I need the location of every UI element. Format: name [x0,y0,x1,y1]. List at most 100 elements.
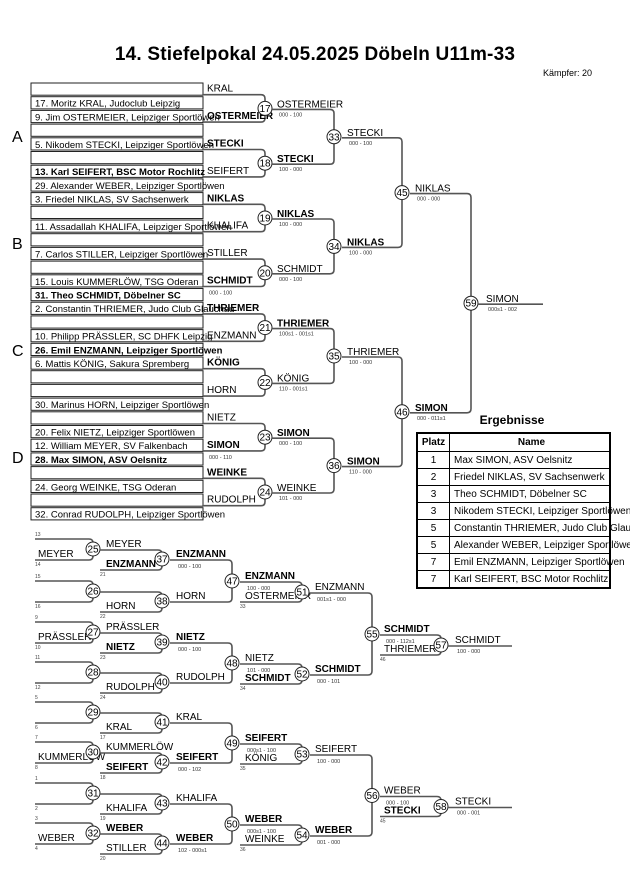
final-winner: SIMON [486,294,519,305]
result-name: Friedel NIKLAS, SV Sachsenwerk [449,468,611,486]
bronze-match-circle [433,799,449,814]
entry-name: 28. Max SIMON, ASV Oelsnitz [35,455,167,466]
pool-label: B [12,236,23,253]
slot-number: 15 [35,574,41,580]
result-place: 5 [416,519,450,537]
winner-score: 000 - 011s1 [417,416,446,422]
slot-number: 14 [35,562,41,568]
bronze-match-circle [433,637,449,653]
rep-score: 000 - 102 [178,767,201,773]
col-name: Name [449,432,611,452]
match-circle [326,238,342,254]
bronze-winner: STECKI [455,797,491,808]
result-name: Constantin THRIEMER, Judo Club Glauchau [449,519,630,537]
rep-match-circle [154,835,170,851]
result-place: 7 [416,570,450,589]
result-place: 3 [416,502,450,520]
rep-match-number: 44 [156,839,168,850]
entry-name: 3. Friedel NIKLAS, SV Sachsenwerk [35,195,189,206]
entry-box [30,370,204,384]
rep-score: 000 - 112s1 [386,639,415,645]
rep-loser-entry: RUDOLPH [106,682,155,693]
rep-loser-entry: NIETZ [106,642,135,653]
rep-winner: WEBER [384,786,421,797]
fighter-top: THRIEMER [207,303,260,314]
match-winner: OSTERMEIER [277,99,343,110]
final-score: 000s1 - 002 [488,307,517,313]
entry-box [30,96,204,110]
entry-box [30,493,204,507]
slot-number: 35 [240,766,246,772]
entry-name: 7. Carlos STILLER, Leipziger Sportlöwen [35,249,208,260]
rep-winner: SEIFERT [176,752,218,763]
match-number: 35 [328,352,340,363]
rep-match-circle [154,674,170,690]
rep-prev-winner: KUMMERLÖW [106,741,174,753]
rep-match-number: 56 [366,791,378,802]
match-circle [257,210,273,226]
bronze-winner: SCHMIDT [455,635,501,646]
entry-box [30,288,204,302]
result-place: 5 [416,536,450,554]
rep-match-circle [224,655,240,671]
rep-score: 000 - 100 [178,564,201,570]
rep-score: 100 - 000 [247,586,270,592]
rep-score: 001s1 - 000 [317,597,346,603]
result-name: Max SIMON, ASV Oelsnitz [449,451,611,469]
rep-winner: RUDOLPH [176,672,225,683]
match-number: 24 [259,488,271,499]
fighter-bottom: PRÄSSLER [38,631,91,643]
fighter-bottom: HORN [207,385,236,396]
rep-match-circle [154,593,170,609]
rep-match-circle [154,795,170,811]
entry-name: 20. Felix NIETZ, Leipziger Sportlöwen [35,428,195,439]
winner-score: 000 - 100 [279,277,302,283]
entry-box [30,233,204,247]
entry-box [30,274,204,288]
match-number: 17 [259,104,271,115]
entry-box [30,356,204,370]
match-winner: NIKLAS [415,184,451,195]
rep-match-number: 55 [366,630,378,641]
slot-number: 33 [240,604,246,610]
rep-match-circle [154,551,170,567]
slot-number: 46 [380,657,386,663]
rep-match-number: 49 [226,739,238,750]
winner-score: 100 - 000 [279,222,302,228]
entry-box [30,137,204,151]
rep-match-number: 32 [87,829,99,840]
rep-winner: KHALIFA [176,793,217,804]
fighter-count: Kämpfer: 20 [543,68,593,78]
match-circle [326,129,342,145]
rep-match-circle [154,754,170,770]
rep-winner: ENZMANN [245,571,295,582]
slot-number: 7 [35,735,38,741]
rep-winner: ENZMANN [176,549,226,560]
rep-connector [35,701,94,724]
slot-number: 23 [100,655,106,661]
result-name: Karl SEIFERT, BSC Motor Rochlitz [449,570,611,589]
entry-box [30,82,204,96]
entry-name: 30. Marinus HORN, Leipziger Sportlöwen [35,400,209,411]
entry-name: 17. Moritz KRAL, Judoclub Leipzig [35,99,180,110]
rep-winner: NIETZ [245,653,274,664]
slot-number: 4 [35,846,38,852]
winner-score: 000 - 000 [417,197,440,203]
rep-loser-entry: ENZMANN [106,559,156,570]
match-number: 18 [259,159,271,170]
rep-loser-entry: SCHMIDT [245,673,291,684]
entry-box [30,164,204,178]
rep-winner: WEBER [315,825,353,836]
pool-label: D [12,450,24,467]
result-place: 1 [416,451,450,469]
fighter-top: STECKI [207,139,244,150]
rep-winner: SCHMIDT [315,664,361,675]
rep-winner: SEIFERT [245,733,287,744]
results-header-row: Platz Name [416,432,611,452]
rep-connector [35,782,94,805]
winner-score: 000 - 100 [349,141,372,147]
match-number: 33 [328,132,340,143]
rep-match-number: 40 [156,678,168,689]
rep-match-number: 26 [87,587,99,598]
